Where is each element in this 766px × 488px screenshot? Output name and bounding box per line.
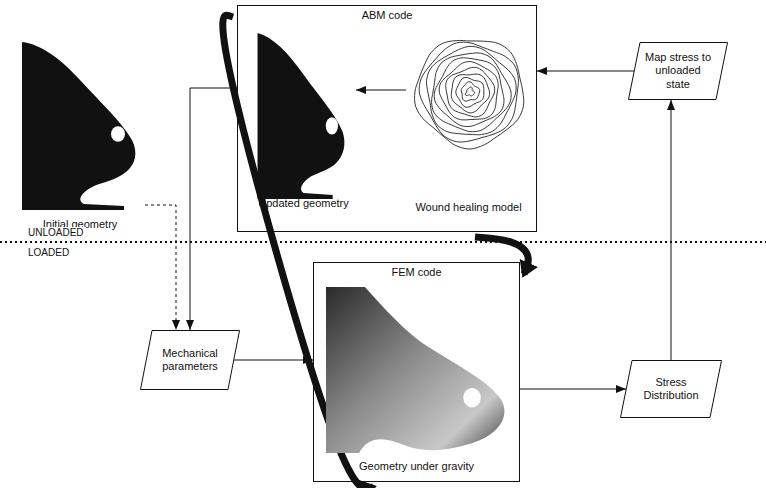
node-label: Geometry under gravity [359,460,474,473]
wound-ring [432,53,512,132]
box-title: FEM code [391,266,441,279]
code-box: FEM codeGeometry under gravity [313,262,520,482]
breast-silhouette [326,287,511,455]
tissue-outline [326,287,504,453]
geometry-figure: Updated geometry [251,26,356,216]
geometry-figure: Initial geometry [15,35,145,235]
wound-ring [451,74,489,113]
wound-ring [434,58,504,127]
code-box: ABM codeUpdated geometry Wound healing mo… [237,5,537,232]
wound-spot [111,126,125,141]
breast-silhouette [256,31,348,199]
state-label: UNLOADED [26,227,86,238]
breast-silhouette [20,40,140,210]
flow-arrow [671,100,672,360]
wound-ring [419,42,518,142]
node-label: Map stress to unloaded state [644,51,712,91]
box-title: ABM code [362,9,413,22]
flow-arrow [190,88,237,330]
data-parallelogram: Map stress to unloaded state [628,42,728,100]
data-parallelogram: Stress Distribution [620,360,722,418]
state-label: LOADED [26,247,71,258]
wound-ring [415,40,524,149]
load-divider [0,241,766,243]
tissue-outline [22,42,135,210]
wound-ring [465,87,474,96]
flow-arrow [356,90,406,91]
wound-spot [463,388,481,408]
wound-ring [446,67,495,117]
node-label: Stress Distribution [636,376,706,402]
data-parallelogram: Mechanical parameters [140,330,240,390]
flow-arrow [234,360,313,361]
wound-ring [456,77,484,107]
flow-arrow [537,71,634,72]
wound-ring [439,62,498,120]
flow-arrow [520,389,626,390]
wound-ring [461,82,479,101]
wound-model: Wound healing model [406,28,531,218]
node-label: Wound healing model [415,201,521,214]
wound-rings [414,30,526,155]
wound-spot [326,117,338,134]
node-label: Updated geometry [258,197,349,210]
wound-ring [426,46,516,134]
cycle-arrow [475,237,528,274]
tissue-outline [258,33,345,199]
node-label: Mechanical parameters [156,347,224,373]
flow-arrow [145,205,176,330]
